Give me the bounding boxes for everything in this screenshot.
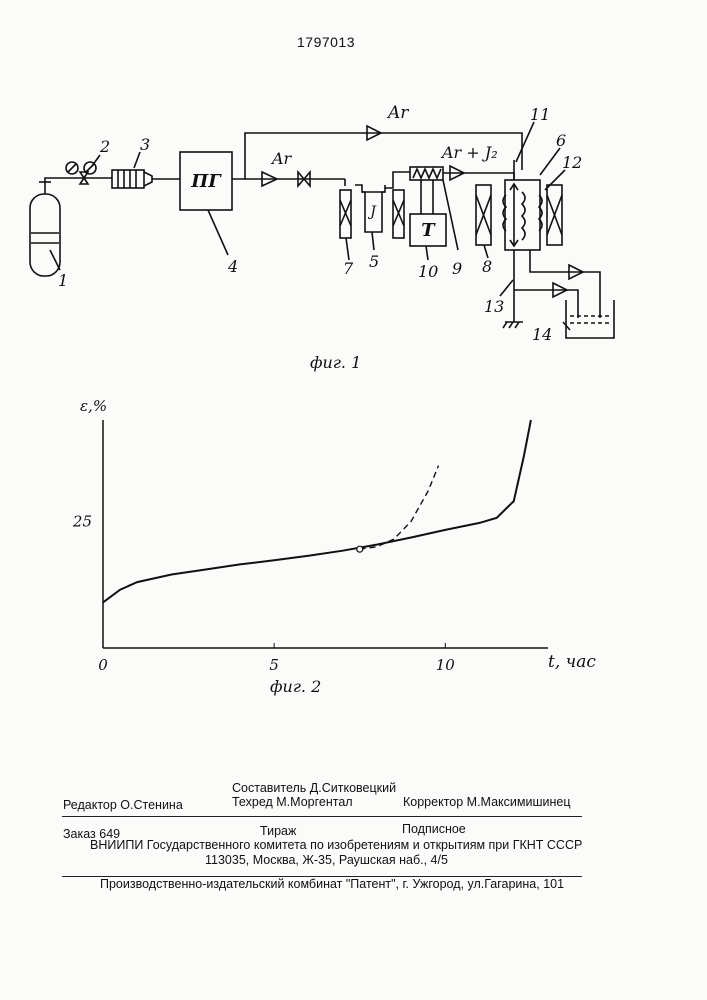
y-tick-label: 25	[72, 512, 92, 530]
y-axis-label: ε,%	[80, 397, 107, 415]
x-axis-label: t, час	[548, 652, 596, 672]
figure-2-chart: 0 5 10 25 ε,% t, час	[0, 0, 707, 720]
footer-publisher: Производственно-издательский комбинат "П…	[100, 877, 564, 891]
footer-address: 113035, Москва, Ж-35, Раушская наб., 4/5	[205, 853, 448, 867]
x-tick-label: 0	[98, 656, 108, 674]
x-tick-label: 5	[269, 656, 279, 674]
footer-editor: Редактор О.Стенина	[63, 798, 183, 812]
branch-point-marker	[357, 546, 363, 552]
footer-techred: Техред М.Моргентал	[232, 795, 353, 809]
footer-subscription: Подписное	[402, 822, 466, 836]
footer-corrector: Корректор М.Максимишинец	[403, 795, 571, 809]
x-tick-label: 10	[436, 656, 456, 674]
footer-compiler: Составитель Д.Ситковецкий	[232, 781, 396, 795]
footer-rule-1	[62, 816, 582, 817]
footer-organization: ВНИИПИ Государственного комитета по изоб…	[90, 838, 582, 852]
footer-circulation: Тираж	[260, 824, 296, 838]
series-line-dashed	[360, 466, 439, 550]
series-line-solid	[103, 420, 531, 602]
figure-2-caption: фиг. 2	[270, 677, 321, 696]
